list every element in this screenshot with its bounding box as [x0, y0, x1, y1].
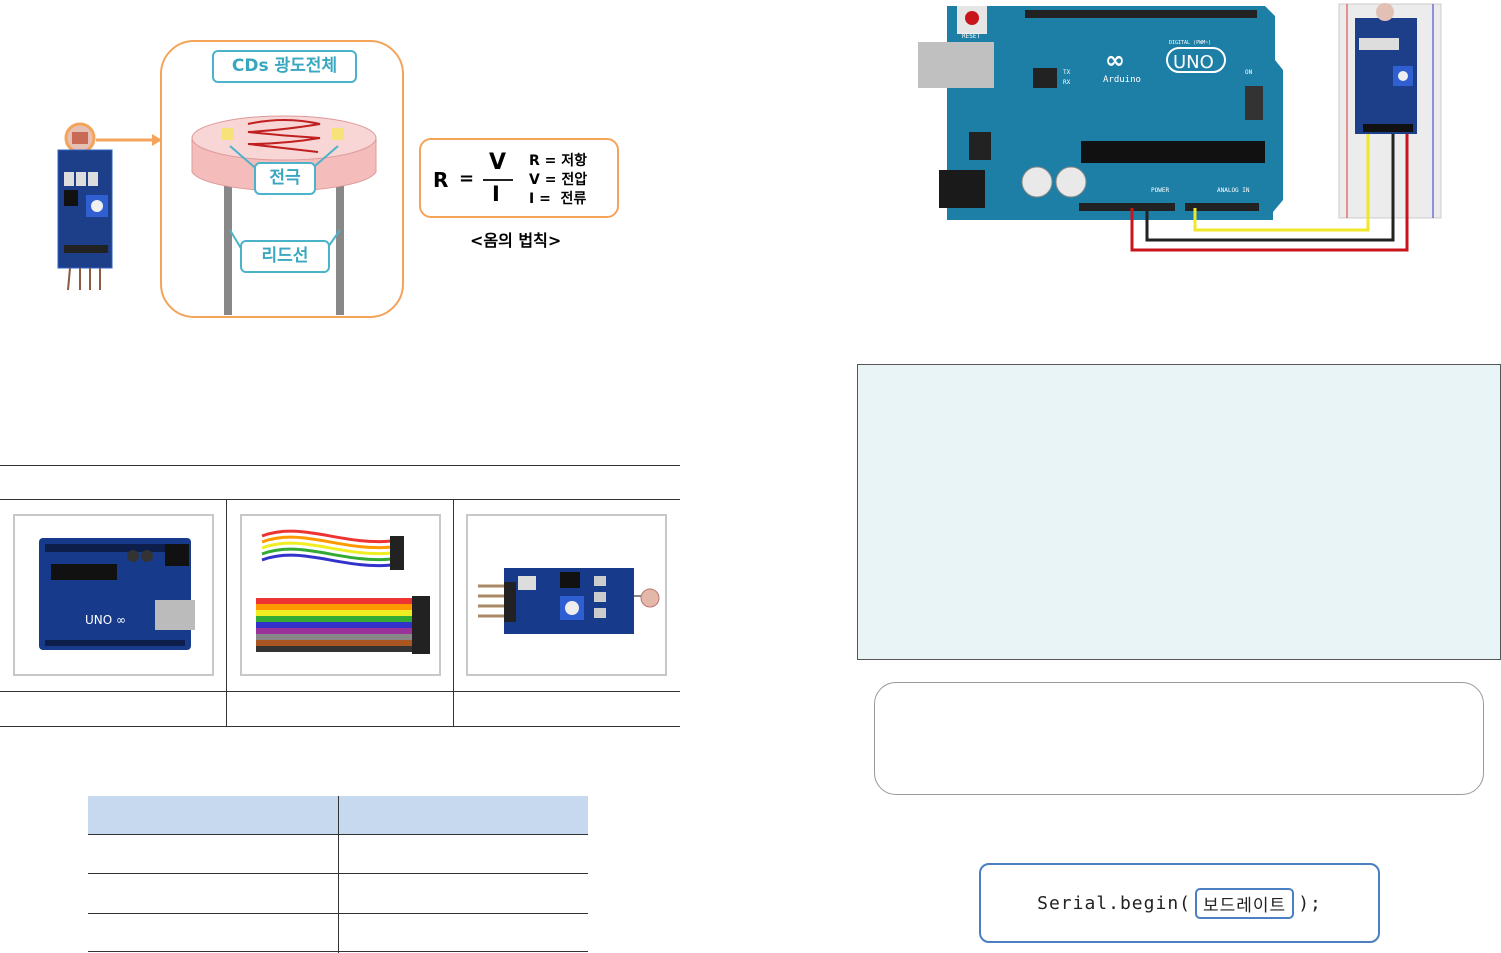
pin-table-rule	[88, 913, 588, 914]
ohm-legend-r: R = 저항	[529, 153, 588, 169]
lead-wire-tag: 리드선	[240, 240, 330, 273]
parts-table-divider	[226, 499, 227, 726]
ohm-v-symbol: V	[489, 150, 507, 175]
ohm-fraction-line	[483, 179, 513, 181]
svg-text:UNO ∞: UNO ∞	[85, 613, 126, 627]
pin-table-divider	[338, 796, 339, 953]
pin-table-rule	[88, 951, 588, 952]
ohm-r-symbol: R	[433, 168, 449, 192]
electrode-tag: 전극	[254, 162, 316, 195]
light-sensor-module-photo	[466, 514, 667, 676]
ohm-law-box: R = V I R = 저항 V = 전압 I = 전류	[419, 138, 619, 218]
ohm-law-caption: <옴의 법칙>	[470, 231, 562, 250]
on-label: ON	[1245, 69, 1253, 76]
parts-table-top-rule	[0, 465, 680, 466]
cds-photoconductor-tag: CDs 광도전체	[212, 50, 357, 83]
baud-rate-param: 보드레이트	[1195, 887, 1295, 919]
cds-cell-drawing	[191, 115, 377, 315]
rx-label: RX	[1063, 79, 1071, 86]
tx-label: TX	[1063, 69, 1071, 76]
serial-begin-syntax: Serial.begin( 보드레이트 );	[981, 865, 1378, 941]
analog-label: ANALOG IN	[1217, 187, 1250, 194]
parts-table-mid-rule	[0, 691, 680, 692]
ohm-legend-i: I = 전류	[529, 191, 587, 207]
ohm-legend-v: V = 전압	[529, 172, 588, 188]
code-box	[857, 364, 1501, 660]
jumper-wires-photo	[240, 514, 441, 676]
ohm-i-symbol: I	[492, 182, 500, 206]
note-box	[874, 682, 1484, 795]
serial-begin-suffix: );	[1298, 892, 1322, 914]
reset-label: RESET	[962, 33, 980, 40]
parts-table-bottom-rule	[0, 726, 680, 727]
arduino-wiring-diagram: RESET ∞ UNO Arduino DIGITAL (PWM~) POWER…	[918, 3, 1442, 252]
arduino-uno-photo: UNO ∞	[13, 514, 214, 676]
power-label: POWER	[1151, 187, 1169, 194]
pin-table-rule	[88, 873, 588, 874]
pin-table-rule	[88, 834, 588, 835]
parts-table-row-rule	[0, 499, 680, 500]
light-sensor-module-illustration	[57, 122, 113, 291]
arrow-right-icon	[96, 134, 162, 146]
svg-text:∞: ∞	[1105, 46, 1125, 74]
parts-table-divider	[453, 499, 454, 726]
uno-label: UNO	[1173, 52, 1214, 73]
cds-diagram-frame	[160, 40, 404, 318]
serial-begin-syntax-box: Serial.begin( 보드레이트 );	[979, 863, 1380, 943]
digital-label: DIGITAL (PWM~)	[1169, 40, 1211, 46]
serial-begin-prefix: Serial.begin(	[1037, 892, 1191, 914]
arduino-brand-label: Arduino	[1103, 75, 1141, 85]
ohm-equals: =	[459, 168, 475, 189]
